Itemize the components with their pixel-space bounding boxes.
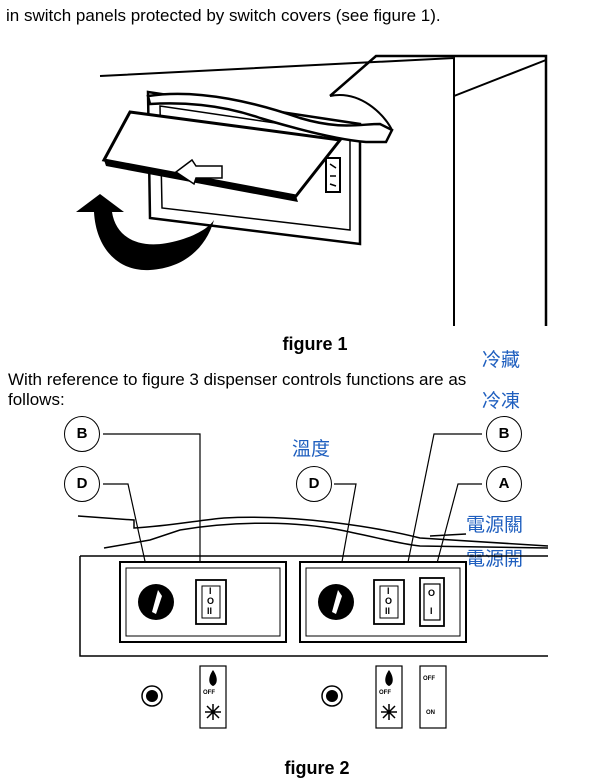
right-switch-bottom-label: II [385,606,391,616]
power-switch-bottom-label: I [430,606,433,616]
callout-b-left: B [64,416,100,452]
power-switch-top-label: O [428,588,436,598]
right-switch-mid-label: O [385,596,393,606]
left-switch-bottom-label: II [207,606,213,616]
left-off-label: OFF [203,690,215,696]
intro-text: in switch panels protected by switch cov… [6,6,441,25]
note-freeze: 冷凍 [482,390,521,412]
power-on-label: ON [426,710,435,716]
note-power-on: 電源開 [466,548,524,570]
note-temperature: 溫度 [292,438,331,460]
reference-text-line1: With reference to figure 3 dispenser con… [8,370,467,389]
left-switch-mid-label: O [207,596,215,606]
power-off-label: OFF [423,676,435,682]
note-refrigerate: 冷藏 [482,349,521,371]
callout-d-left: D [64,466,100,502]
right-switch-top-label: I [387,586,390,596]
figure2-caption: figure 2 [284,758,350,778]
left-switch-top-label: I [209,586,212,596]
callout-d-right: D [296,466,332,502]
figure1-caption: figure 1 [282,334,348,354]
note-power-off: 電源關 [466,514,524,536]
reference-text-line2: follows: [8,390,65,409]
right-off-label: OFF [379,690,391,696]
callout-b-right: B [486,416,522,452]
callout-a-right: A [486,466,522,502]
